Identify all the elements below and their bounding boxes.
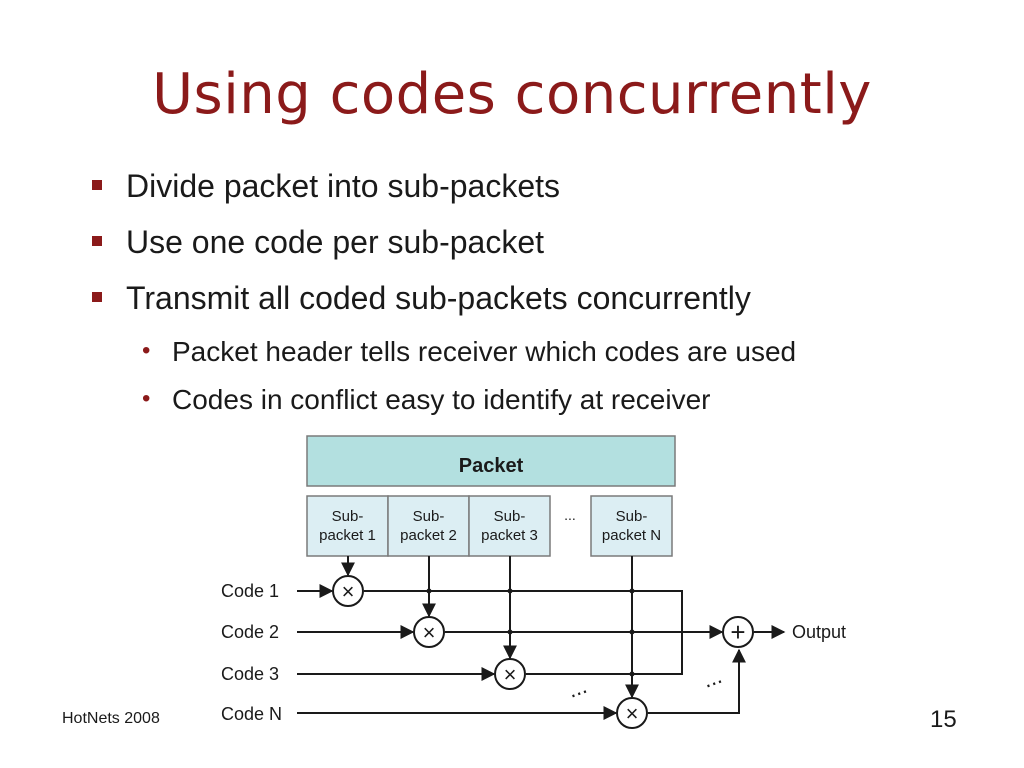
- bullet-text: Divide packet into sub-packets: [126, 168, 560, 204]
- subpacket-n-line1: Sub-: [616, 508, 648, 525]
- plus-icon: +: [730, 617, 745, 647]
- subpacket-box-3: [468, 495, 551, 557]
- bullet-item: Transmit all coded sub-packets concurren…: [92, 280, 986, 320]
- code-2-label: Code 2: [221, 622, 279, 642]
- dot-bullet-icon: •: [142, 385, 151, 412]
- products-ellipsis: ...: [699, 663, 725, 693]
- bullet-text: Use one code per sub-packet: [126, 224, 545, 260]
- page-number: 15: [930, 706, 957, 733]
- packet-label: Packet: [459, 455, 524, 477]
- subpacket-box-2: [387, 495, 470, 557]
- square-bullet-icon: [92, 236, 102, 246]
- code-n-label: Code N: [221, 704, 282, 724]
- dot-bullet-icon: •: [142, 337, 151, 364]
- product-1-path: [364, 590, 683, 632]
- bullet-item: Divide packet into sub-packets: [92, 168, 986, 208]
- junction-dots: [426, 588, 635, 677]
- subpacket-3-line2: packet 3: [481, 527, 538, 544]
- sub-bullet-text: Packet header tells receiver which codes…: [172, 336, 797, 367]
- signal-lines: [297, 556, 786, 720]
- multiplier-2: ×: [413, 616, 445, 648]
- square-bullet-icon: [92, 292, 102, 302]
- subpacket-box-n: [590, 495, 673, 557]
- subpacket-1-line2: packet 1: [319, 527, 376, 544]
- multiply-icon: ×: [423, 620, 436, 645]
- adder: +: [722, 616, 754, 648]
- code-3-label: Code 3: [221, 664, 279, 684]
- bullet-item: Use one code per sub-packet: [92, 224, 986, 264]
- codes-ellipsis: ...: [564, 673, 590, 703]
- multiplier-1: ×: [332, 575, 364, 607]
- subpacket-box-1: [306, 495, 389, 557]
- sub-bullet-item: • Codes in conflict easy to identify at …: [142, 384, 992, 418]
- subpacket-1-line1: Sub-: [332, 508, 364, 525]
- code-1-label: Code 1: [221, 581, 279, 601]
- subpacket-n-line2: packet N: [602, 527, 661, 544]
- multiplier-n: ×: [616, 697, 648, 729]
- product-n-path: [648, 648, 746, 714]
- multiply-icon: ×: [626, 701, 639, 726]
- multiply-icon: ×: [342, 579, 355, 604]
- product-3-path: [526, 632, 683, 675]
- bullet-text: Transmit all coded sub-packets concurren…: [126, 280, 751, 316]
- square-bullet-icon: [92, 180, 102, 190]
- subpacket-ellipsis: ...: [564, 507, 576, 523]
- slide-title: Using codes concurrently: [152, 62, 872, 127]
- multiply-icon: ×: [504, 662, 517, 687]
- subpacket-3-line1: Sub-: [494, 508, 526, 525]
- packet-box: [306, 435, 676, 487]
- sub-bullet-item: • Packet header tells receiver which cod…: [142, 336, 992, 370]
- footer-conference: HotNets 2008: [62, 710, 160, 727]
- subpacket-2-line1: Sub-: [413, 508, 445, 525]
- subpacket-2-line2: packet 2: [400, 527, 457, 544]
- multiplier-3: ×: [494, 658, 526, 690]
- sub-bullet-text: Codes in conflict easy to identify at re…: [172, 384, 711, 415]
- output-label: Output: [792, 622, 846, 642]
